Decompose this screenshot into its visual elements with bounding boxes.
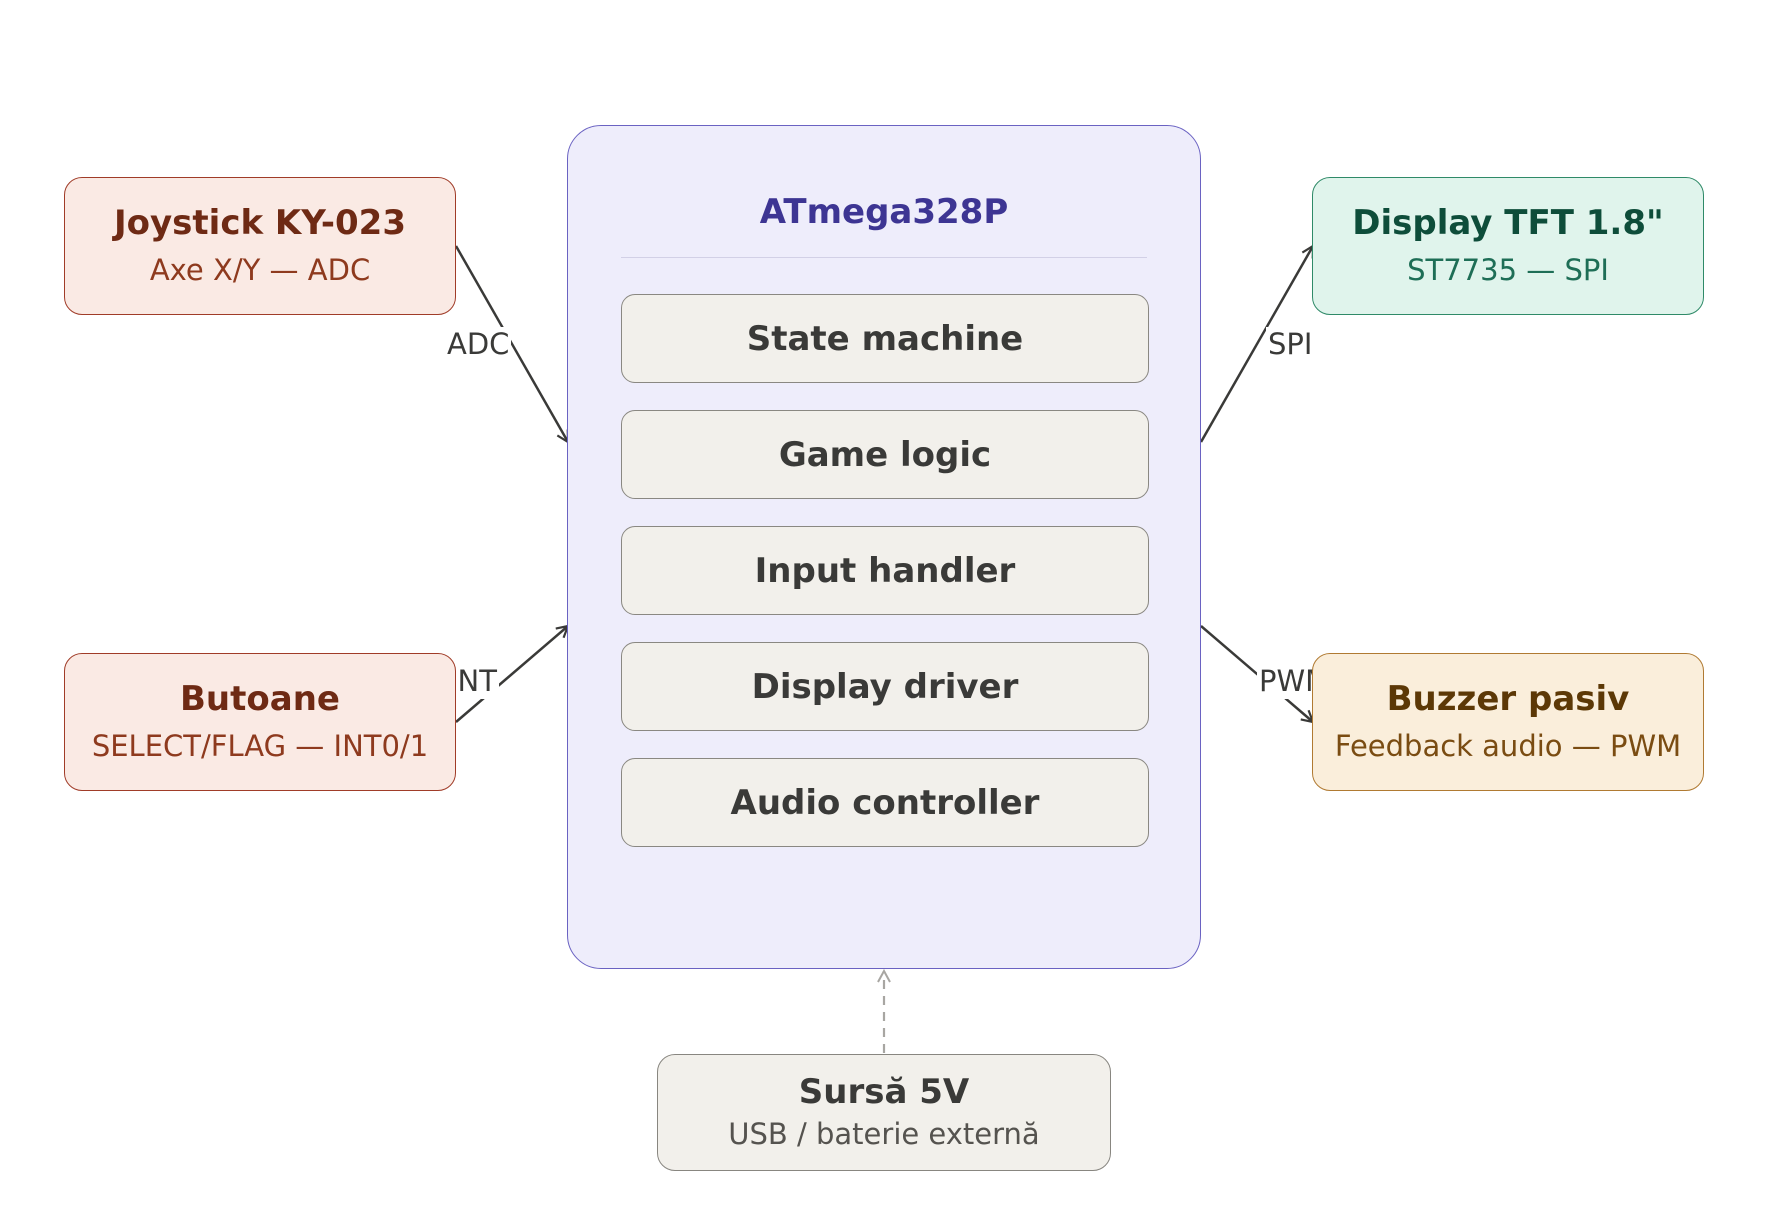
power-title: Sursă 5V xyxy=(798,1071,970,1112)
buttons-node: Butoane SELECT/FLAG — INT0/1 xyxy=(64,653,456,791)
power-node: Sursă 5V USB / baterie externă xyxy=(657,1054,1111,1171)
int-connector xyxy=(455,626,568,723)
joystick-title: Joystick KY-023 xyxy=(114,203,406,244)
display-node: Display TFT 1.8" ST7735 — SPI xyxy=(1312,177,1704,315)
module-display-driver: Display driver xyxy=(621,642,1149,731)
mcu-container: ATmega328P State machine Game logic Inpu… xyxy=(567,125,1201,969)
mcu-title: ATmega328P xyxy=(759,192,1009,232)
buzzer-title: Buzzer pasiv xyxy=(1386,679,1630,720)
module-audio-controller: Audio controller xyxy=(621,758,1149,847)
display-title: Display TFT 1.8" xyxy=(1352,203,1664,244)
joystick-node: Joystick KY-023 Axe X/Y — ADC xyxy=(64,177,456,315)
adc-connector xyxy=(454,245,568,442)
adc-label: ADC xyxy=(445,327,512,362)
module-game-logic: Game logic xyxy=(621,410,1149,499)
spi-connector xyxy=(1199,246,1313,443)
buzzer-subtitle: Feedback audio — PWM xyxy=(1334,728,1682,763)
buzzer-node: Buzzer pasiv Feedback audio — PWM xyxy=(1312,653,1704,791)
buttons-title: Butoane xyxy=(180,679,340,720)
module-state-machine: State machine xyxy=(621,294,1149,383)
spi-label: SPI xyxy=(1266,327,1315,362)
module-input-handler: Input handler xyxy=(621,526,1149,615)
mcu-divider xyxy=(621,257,1147,258)
power-subtitle: USB / baterie externă xyxy=(728,1117,1040,1152)
joystick-subtitle: Axe X/Y — ADC xyxy=(149,252,371,287)
display-subtitle: ST7735 — SPI xyxy=(1407,252,1609,287)
buttons-subtitle: SELECT/FLAG — INT0/1 xyxy=(91,728,429,763)
